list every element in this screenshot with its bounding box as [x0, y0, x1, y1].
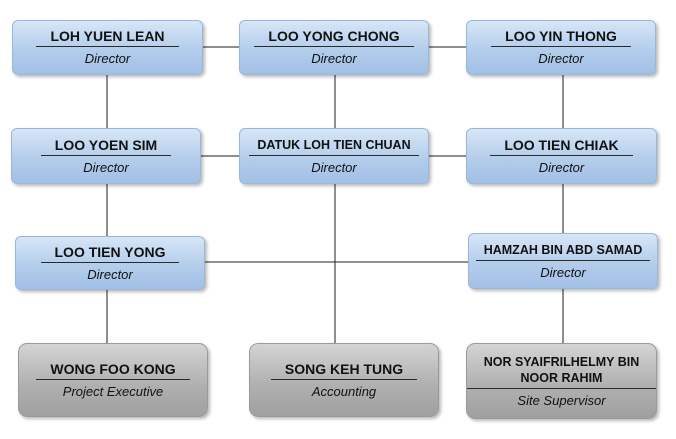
org-node-loh-yuen-lean: LOH YUEN LEAN Director: [12, 20, 203, 75]
org-node-loo-yin-thong: LOO YIN THONG Director: [466, 20, 656, 75]
node-role: Director: [87, 266, 133, 282]
org-node-loo-tien-yong: LOO TIEN YONG Director: [15, 236, 205, 290]
node-role: Project Executive: [62, 383, 164, 399]
org-node-loo-yoen-sim: LOO YOEN SIM Director: [11, 128, 201, 184]
node-role: Director: [84, 51, 131, 66]
node-name: LOO YONG CHONG: [254, 28, 414, 47]
org-node-datuk-loh-tien-chuan: DATUK LOH TIEN CHUAN Director: [239, 128, 429, 184]
node-role: Director: [538, 51, 584, 66]
org-node-hamzah-bin-abd-samad: HAMZAH BIN ABD SAMAD Director: [468, 233, 658, 289]
node-name: LOO TIEN YONG: [40, 244, 180, 263]
node-role: Accounting: [311, 383, 377, 399]
org-node-loo-tien-chiak: LOO TIEN CHIAK Director: [466, 128, 657, 184]
node-name: SONG KEH TUNG: [270, 361, 418, 380]
node-name: DATUK LOH TIEN CHUAN: [249, 137, 419, 156]
node-role: Director: [540, 264, 586, 280]
org-node-wong-foo-kong: WONG FOO KONG Project Executive: [18, 343, 208, 417]
node-name: WONG FOO KONG: [36, 361, 190, 380]
node-role: Director: [538, 159, 585, 175]
org-node-song-keh-tung: SONG KEH TUNG Accounting: [249, 343, 439, 417]
org-node-loo-yong-chong: LOO YONG CHONG Director: [239, 20, 429, 75]
node-role: Director: [311, 159, 357, 175]
node-name: LOH YUEN LEAN: [36, 28, 179, 47]
node-role: Director: [83, 159, 129, 175]
node-name: LOO YOEN SIM: [40, 137, 172, 156]
node-name: LOO YIN THONG: [491, 28, 631, 47]
node-name: NOR SYAIFRILHELMY BIN NOOR RAHIM: [467, 354, 656, 389]
node-name: LOO TIEN CHIAK: [490, 137, 633, 156]
org-node-nor-syaifrilhelmy: NOR SYAIFRILHELMY BIN NOOR RAHIM Site Su…: [466, 343, 657, 419]
node-role: Director: [311, 51, 357, 66]
node-name: HAMZAH BIN ABD SAMAD: [475, 242, 651, 261]
node-role: Site Supervisor: [517, 392, 606, 408]
